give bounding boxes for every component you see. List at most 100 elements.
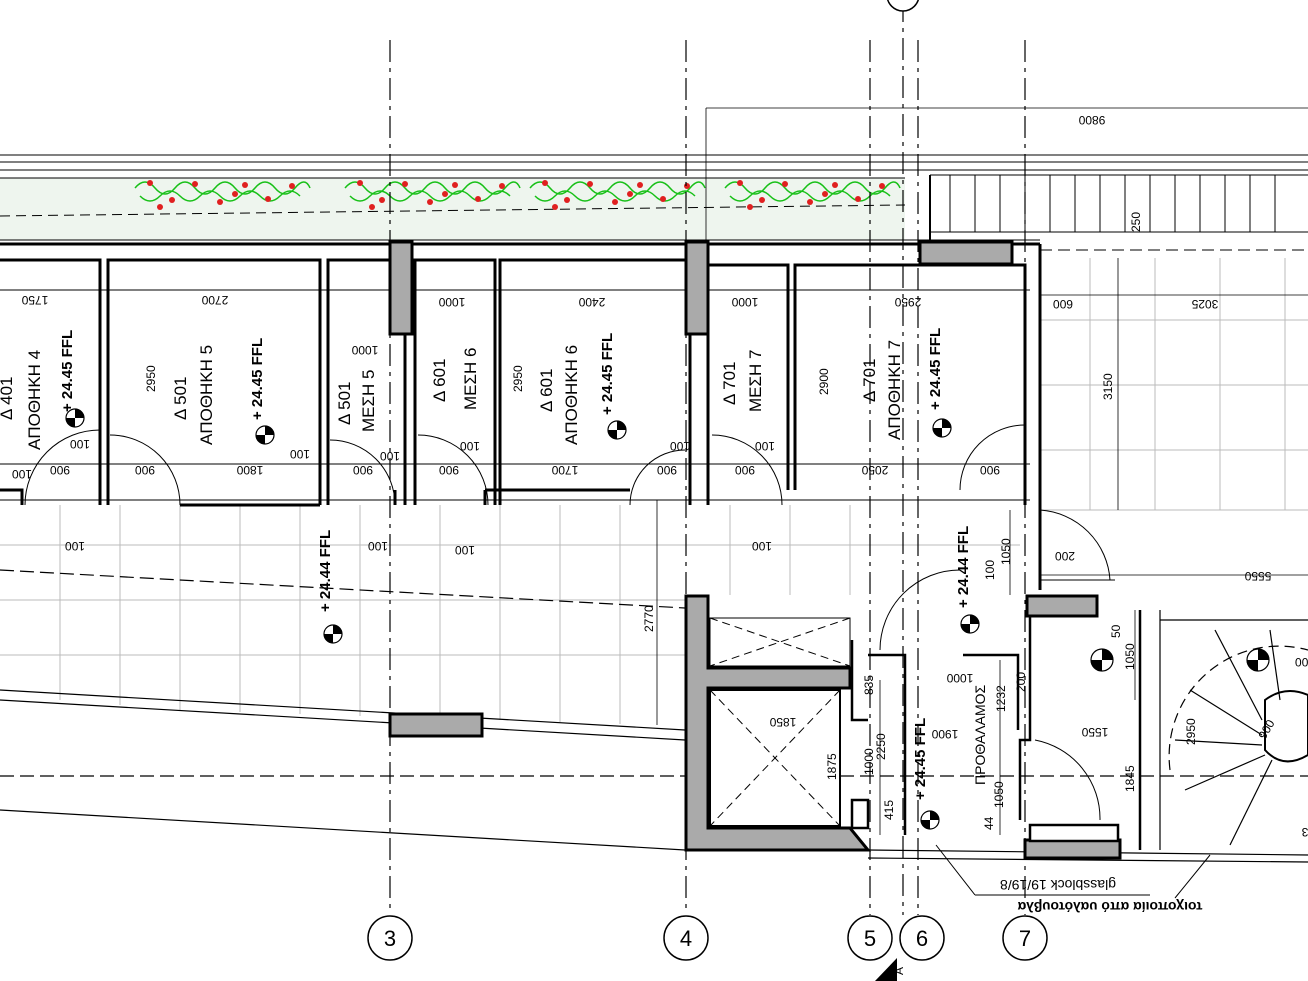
planting <box>134 180 901 210</box>
grid-label-5: 5 <box>864 926 876 951</box>
grid-label-3: 3 <box>384 926 396 951</box>
dim-1000b: 1000 <box>946 671 973 685</box>
corridor-level: + 24.44 FFL <box>317 530 334 612</box>
dim-100-8: 100 <box>368 539 388 553</box>
shaft <box>684 594 872 852</box>
dim-9800: 9800 <box>1078 113 1105 127</box>
corridor-edges <box>0 569 1308 863</box>
dim-2400: 2400 <box>578 295 605 309</box>
room-401-name: ΑΠΟΘΗΚΗ 4 <box>25 350 44 450</box>
landing-level: + 24.44 FFL <box>955 526 972 608</box>
dim-44: 44 <box>982 816 996 830</box>
terrace-lines <box>0 154 1308 241</box>
stair-treads-top <box>929 174 1308 251</box>
dim-900-1: 900 <box>50 463 70 477</box>
dim-2770: 2770 <box>642 605 656 632</box>
meso-7-name: ΜΕΣΗ 7 <box>746 350 765 412</box>
dim-2950a: 2950 <box>144 365 158 392</box>
dim-900-2: 900 <box>135 463 155 477</box>
paving-grid-right <box>1040 258 1308 511</box>
dim-50: 50 <box>1109 624 1123 638</box>
room-501-level: + 24.45 FFL <box>249 338 266 420</box>
dim-600: 600 <box>1053 297 1073 311</box>
spiral-stair <box>1159 610 1308 850</box>
meso-6-name: ΜΕΣΗ 6 <box>461 348 480 410</box>
dim-900-6: 900 <box>735 463 755 477</box>
dim-100-3: 100 <box>380 449 400 463</box>
room-401-code: Δ 401 <box>0 376 16 420</box>
room-401-level: + 24.45 FFL <box>59 330 76 412</box>
dim-1050b: 1050 <box>1123 643 1137 670</box>
vestibule-walls <box>850 610 1142 850</box>
room-701-name: ΑΠΟΘΗΚΗ 7 <box>885 340 904 440</box>
dim-5550: 5550 <box>1244 569 1271 583</box>
dim-100-1: 100 <box>70 437 90 451</box>
note-glassblock: glassblock 19/19/8 <box>1000 877 1116 893</box>
leader-lines <box>935 844 1211 899</box>
dim-900-3: 900 <box>353 463 373 477</box>
dim-3025: 3025 <box>1191 297 1218 311</box>
dim-415: 415 <box>882 800 896 820</box>
dim-100-9: 100 <box>455 543 475 557</box>
level-marker-fill <box>66 409 1269 829</box>
room-701-level: + 24.45 FFL <box>927 328 944 410</box>
meso-5-name: ΜΕΣΗ 5 <box>359 370 378 432</box>
dim-1900: 1900 <box>931 727 958 741</box>
dim-900-8: 900 <box>1255 717 1277 742</box>
dim-1050c: 1050 <box>992 781 1006 808</box>
dim-2950d: 2950 <box>1184 718 1198 745</box>
dim-200b: 200 <box>1014 672 1028 692</box>
paving-grid-corridor <box>0 505 1020 724</box>
inner-lines <box>0 289 1030 501</box>
dimension-texts: 9800 250 3025 600 3150 5550 1750 2700 29… <box>12 113 1308 839</box>
dim-3r: 3 <box>1301 825 1308 839</box>
columns <box>388 240 1122 860</box>
grid-label-7: 7 <box>1019 926 1031 951</box>
dim-100-4: 100 <box>460 439 480 453</box>
doors <box>24 424 1115 821</box>
meso-6-code: Δ 601 <box>430 358 449 402</box>
room-601-level: + 24.45 FFL <box>599 333 616 415</box>
vestibule-level: + 24.45 FFL <box>912 718 929 800</box>
meso-5-code: Δ 501 <box>335 381 354 425</box>
dim-1000-m6: 1000 <box>438 295 465 309</box>
dim-1875: 1875 <box>825 753 839 780</box>
dim-100-10: 100 <box>752 539 772 553</box>
dim-900-5: 900 <box>657 463 677 477</box>
room-501-code: Δ 501 <box>171 376 190 420</box>
storage-walls <box>0 242 1042 590</box>
dim-100-11: 100 <box>12 467 32 481</box>
dim-1800: 1800 <box>236 463 263 477</box>
dim-3150: 3150 <box>1101 373 1115 400</box>
dim-1750: 1750 <box>21 293 48 307</box>
room-601-name: ΑΠΟΘΗΚΗ 6 <box>562 345 581 445</box>
vestibule-name: ΠΡΟΘΑΛΑΜΟΣ <box>972 684 988 785</box>
dim-1700: 1700 <box>551 463 578 477</box>
meso-7-code: Δ 701 <box>720 361 739 405</box>
dim-900-7: 900 <box>980 463 1000 477</box>
dim-1000c: 1000 <box>862 748 876 775</box>
dim-1000-m5: 1000 <box>351 343 378 357</box>
dim-2700: 2700 <box>201 293 228 307</box>
dim-2050: 2050 <box>861 463 888 477</box>
dim-100-7: 100 <box>65 539 85 553</box>
dim-900-4: 900 <box>439 463 459 477</box>
dim-1550: 1550 <box>1081 725 1108 739</box>
note-stair-wall: τοιχοποιία από υαλότουβλα <box>1017 899 1202 915</box>
dim-1845: 1845 <box>1123 765 1137 792</box>
room-501-name: ΑΠΟΘΗΚΗ 5 <box>197 345 216 445</box>
dim-200a: 200 <box>1055 549 1075 563</box>
dim-1000-m7: 1000 <box>731 295 758 309</box>
dim-900r: 900 <box>1295 655 1308 669</box>
room-601-code: Δ 601 <box>537 368 556 412</box>
dim-2950b: 2950 <box>511 365 525 392</box>
section-marker-label: A <box>892 967 906 975</box>
dim-2900: 2900 <box>817 368 831 395</box>
grid-label-4: 4 <box>680 926 692 951</box>
dim-250: 250 <box>1129 212 1143 232</box>
dim-1850: 1850 <box>769 715 796 729</box>
dim-100-6: 100 <box>755 439 775 453</box>
dim-1232: 1232 <box>994 685 1008 712</box>
dim-835: 835 <box>862 675 876 695</box>
